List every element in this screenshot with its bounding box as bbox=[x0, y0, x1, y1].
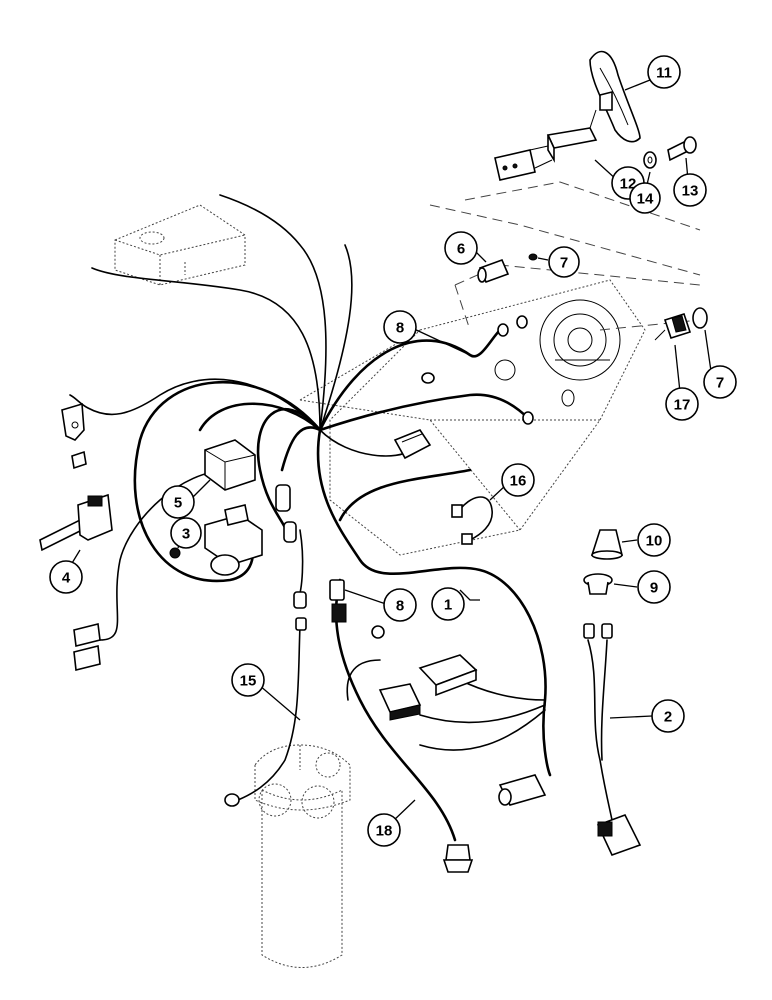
svg-text:4: 4 bbox=[62, 570, 71, 587]
multi-pin-connectors bbox=[378, 654, 478, 721]
lead-16 bbox=[451, 496, 493, 545]
lamp-holder-11 bbox=[589, 50, 641, 143]
svg-text:12: 12 bbox=[620, 176, 637, 193]
callout-1: 1 bbox=[431, 587, 465, 621]
callout-6: 6 bbox=[444, 231, 478, 265]
svg-text:7: 7 bbox=[716, 375, 724, 392]
leader-lines bbox=[65, 79, 713, 823]
callout-18: 18 bbox=[367, 813, 401, 847]
switch-17 bbox=[654, 313, 692, 341]
svg-text:3: 3 bbox=[182, 526, 190, 543]
svg-text:14: 14 bbox=[637, 191, 654, 208]
lens-7-upper bbox=[528, 253, 538, 261]
lens-7-right bbox=[692, 307, 708, 329]
callout-3: 3 bbox=[170, 517, 202, 549]
callout-8-upper: 8 bbox=[383, 310, 417, 344]
callout-8-lower: 8 bbox=[383, 588, 417, 622]
svg-text:9: 9 bbox=[650, 580, 658, 597]
callout-13: 13 bbox=[673, 173, 707, 207]
callout-17: 17 bbox=[665, 387, 699, 421]
svg-text:8: 8 bbox=[396, 320, 404, 337]
callout-14: 14 bbox=[629, 182, 661, 214]
svg-text:2: 2 bbox=[664, 709, 672, 726]
sensor-18 bbox=[442, 844, 474, 873]
switch-4 bbox=[39, 493, 113, 552]
callout-5: 5 bbox=[161, 485, 195, 519]
svg-text:10: 10 bbox=[646, 533, 663, 550]
lower-plug bbox=[498, 774, 547, 806]
knob-10 bbox=[590, 529, 624, 560]
callout-11: 11 bbox=[647, 55, 681, 89]
phantom-filter-canister bbox=[254, 744, 351, 968]
svg-text:18: 18 bbox=[376, 823, 393, 840]
callout-7-right: 7 bbox=[703, 365, 737, 399]
panel-connector bbox=[393, 429, 432, 460]
callout-7-upper: 7 bbox=[548, 246, 580, 278]
bracket bbox=[61, 402, 87, 470]
bulb-6 bbox=[477, 258, 510, 284]
svg-text:7: 7 bbox=[560, 255, 568, 272]
svg-text:8: 8 bbox=[396, 598, 404, 615]
ring-terminals bbox=[224, 315, 534, 807]
callout-2: 2 bbox=[651, 699, 685, 733]
svg-text:13: 13 bbox=[682, 183, 699, 200]
svg-text:15: 15 bbox=[240, 673, 257, 690]
inline-connectors bbox=[275, 484, 347, 631]
svg-text:16: 16 bbox=[510, 473, 527, 490]
callout-15: 15 bbox=[231, 663, 265, 697]
plug-2 bbox=[583, 623, 642, 856]
svg-text:5: 5 bbox=[174, 495, 182, 512]
phantom-console-box bbox=[114, 204, 246, 286]
callout-16: 16 bbox=[501, 463, 535, 497]
callout-10: 10 bbox=[637, 523, 671, 557]
relay-5 bbox=[204, 439, 256, 491]
svg-text:1: 1 bbox=[444, 597, 452, 614]
phantom-instrument-panel bbox=[299, 279, 646, 556]
main-harness-wires bbox=[69, 194, 613, 842]
bracket-12 bbox=[494, 109, 598, 181]
svg-text:11: 11 bbox=[656, 65, 672, 82]
relay-bracket-3 bbox=[169, 504, 263, 576]
svg-text:6: 6 bbox=[457, 241, 465, 258]
screw-13 bbox=[667, 136, 697, 162]
callout-9: 9 bbox=[637, 570, 671, 604]
washer-14 bbox=[643, 151, 657, 169]
grommet-9 bbox=[583, 573, 613, 595]
svg-text:17: 17 bbox=[674, 397, 691, 414]
callout-4: 4 bbox=[49, 560, 83, 594]
terminals-left bbox=[73, 623, 101, 671]
